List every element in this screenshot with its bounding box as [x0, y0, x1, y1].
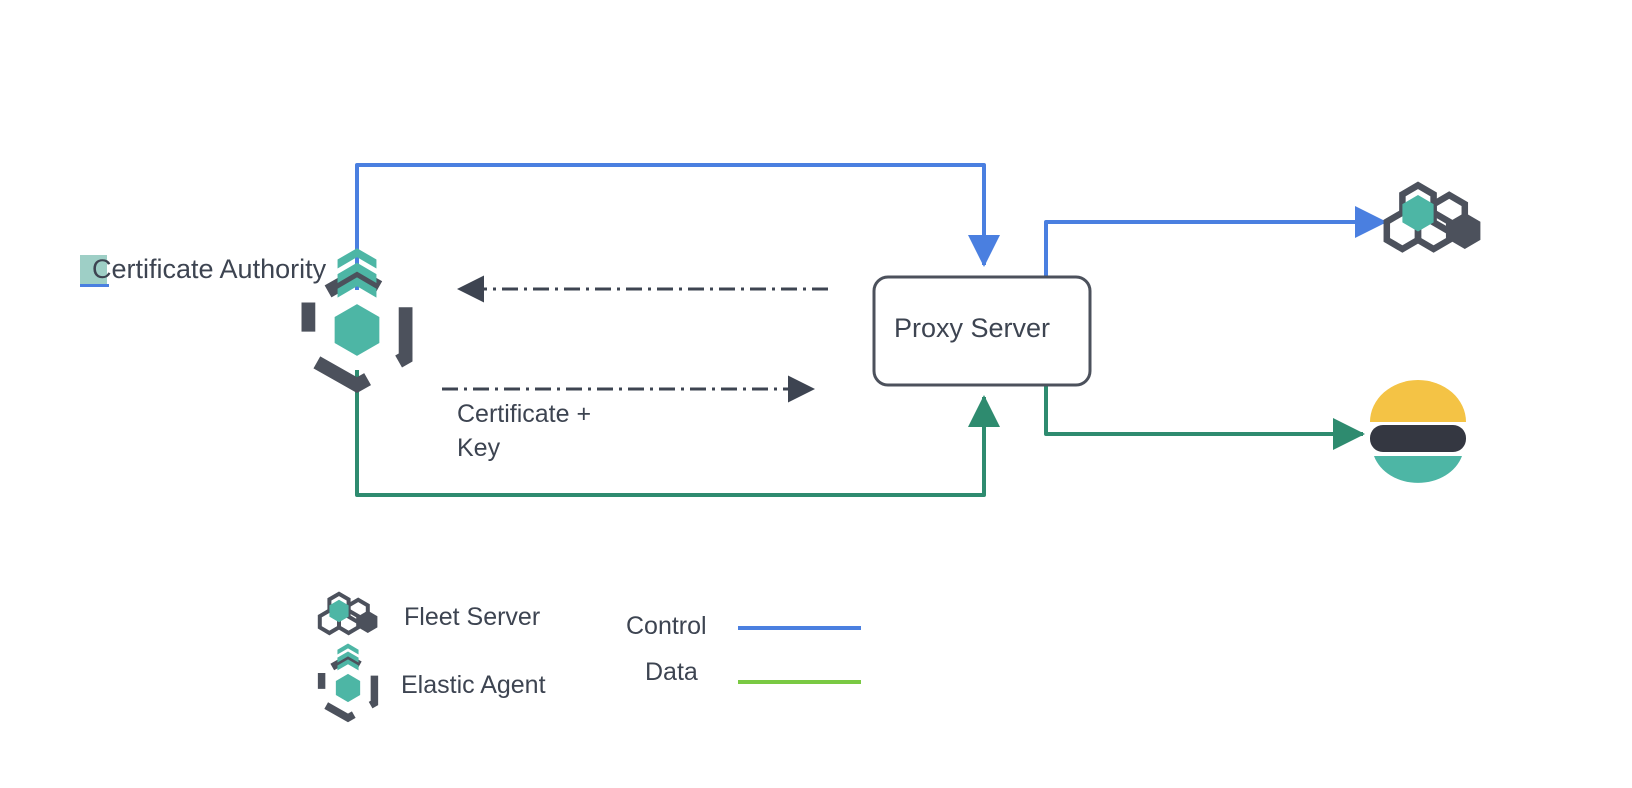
legend-item-fleet-server-label: Fleet Server [404, 603, 541, 631]
proxy-server-box[interactable] [872, 275, 1092, 387]
certificate-key-edge-label: Certificate + Key [457, 400, 592, 462]
control-edge-agent-to-proxy [355, 163, 1000, 290]
legend-elastic-agent-icon [317, 643, 379, 723]
legend-fleet-server-icon [317, 591, 378, 636]
legend-line-data-label: Data [645, 658, 698, 686]
elastic-agent-icon[interactable] [301, 248, 413, 393]
legend-item-elastic-agent-label: Elastic Agent [401, 671, 546, 699]
certificate-authority-highlight [80, 255, 107, 286]
control-edge-proxy-to-fleet [1044, 206, 1387, 276]
elasticsearch-icon[interactable] [1370, 380, 1466, 483]
legend-line-control-label: Control [626, 612, 707, 640]
data-edge-proxy-to-elasticsearch [1044, 385, 1365, 450]
proxy-server-label: Proxy Server [894, 313, 1051, 343]
data-edge-agent-to-proxy [355, 370, 1000, 497]
fleet-server-icon[interactable] [1383, 181, 1481, 253]
certificate-authority-label: Certificate Authority [92, 254, 327, 284]
certificate-authority-underline [80, 284, 109, 287]
